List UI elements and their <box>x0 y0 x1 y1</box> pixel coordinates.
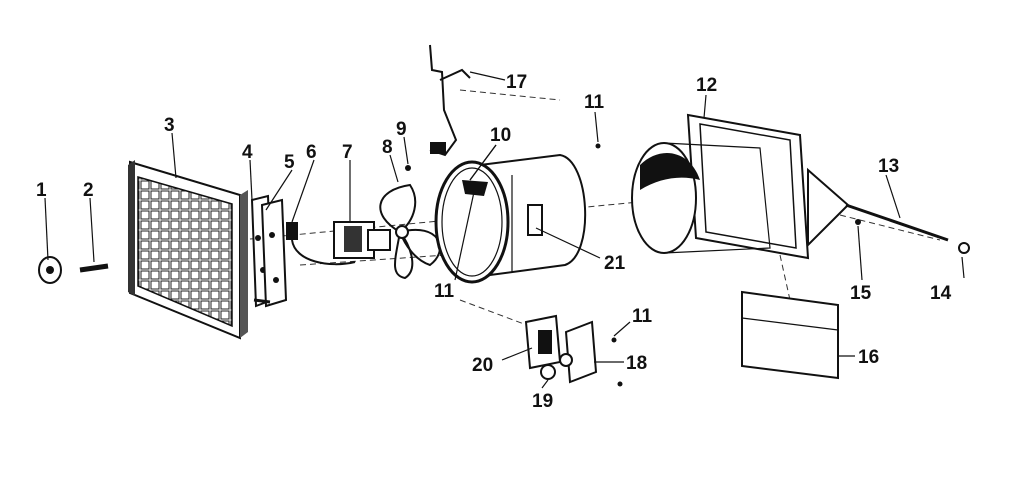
callout-18: 18 <box>626 353 647 374</box>
duct-part <box>631 113 850 260</box>
callout-3: 3 <box>164 115 175 136</box>
callout-21: 21 <box>604 253 626 274</box>
callout-10: 10 <box>490 125 511 146</box>
callout-13: 13 <box>878 156 899 177</box>
callout-2: 2 <box>83 180 94 201</box>
callout-11-switch: 11 <box>632 306 653 327</box>
callout-6: 6 <box>306 142 317 163</box>
pin-part <box>79 263 109 273</box>
callout-17: 17 <box>506 72 527 93</box>
knob-part <box>38 256 62 284</box>
rod-part <box>845 203 949 242</box>
callout-12: 12 <box>696 75 717 96</box>
nut-part <box>405 165 411 171</box>
callout-15: 15 <box>850 283 872 304</box>
switch-assembly-part <box>524 314 598 384</box>
screw-part <box>855 219 861 225</box>
end-knob-part <box>958 242 970 254</box>
callout-14: 14 <box>930 283 952 304</box>
grille-part <box>128 160 248 340</box>
callout-labels: 1 2 3 4 5 6 7 8 9 10 11 11 11 12 13 14 1… <box>36 72 952 412</box>
callout-11-top: 11 <box>584 92 605 113</box>
callout-4: 4 <box>242 142 253 163</box>
callout-8: 8 <box>382 137 393 158</box>
callout-19: 19 <box>532 391 553 412</box>
mounting-strap-part <box>429 44 471 157</box>
motor-part <box>333 221 391 259</box>
callout-16: 16 <box>858 347 879 368</box>
fan-blade-part <box>379 183 441 280</box>
callout-11-housing: 11 <box>434 281 455 302</box>
callout-1: 1 <box>36 180 47 201</box>
leader-lines <box>44 71 965 389</box>
callout-5: 5 <box>284 152 295 173</box>
small-screws <box>595 143 623 387</box>
housing-part <box>434 153 587 284</box>
callout-7: 7 <box>342 142 353 163</box>
cord-part <box>286 222 356 266</box>
callout-20: 20 <box>472 355 493 376</box>
callout-9: 9 <box>396 119 407 140</box>
bracket-part <box>250 194 288 308</box>
damper-plate-part <box>741 290 839 380</box>
